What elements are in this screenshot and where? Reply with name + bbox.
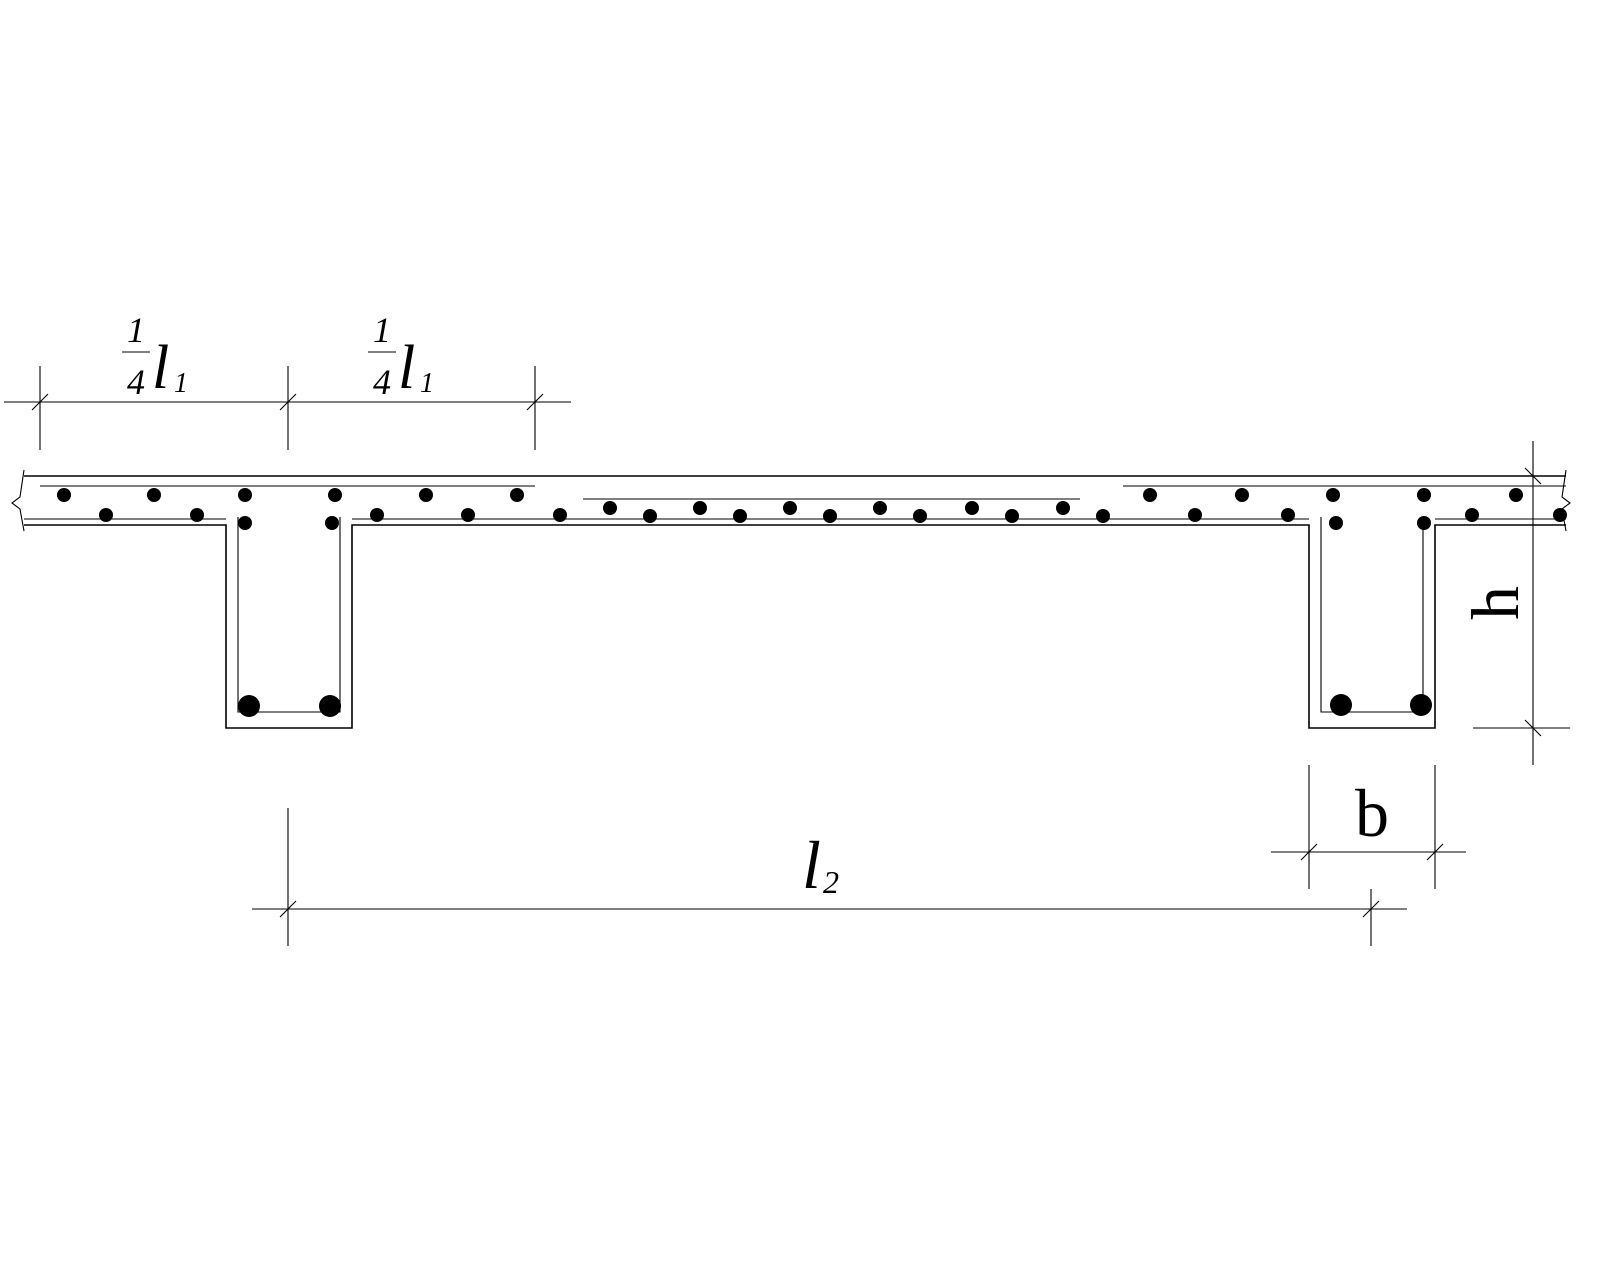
tick-width-left (1300, 843, 1318, 861)
slab-rebar-dot (1096, 509, 1110, 523)
slab-bottom-edge-left (24, 524, 1566, 729)
slab-rebar-dot (1465, 508, 1479, 522)
main-rebar-dot (1330, 694, 1352, 716)
quarter-right-symbol: l (398, 334, 415, 402)
tick-spacing-left (279, 900, 297, 918)
slab-rebar-dot (419, 488, 433, 502)
main-rebar-dot (319, 695, 341, 717)
slab-rebar-dot (1417, 516, 1431, 530)
stirrup-left-beam (237, 517, 341, 713)
slab-rebar-dot (643, 509, 657, 523)
beam-width-label: b (1355, 775, 1389, 851)
main-rebar-dot (1410, 694, 1432, 716)
beam-spacing-subscript: 2 (823, 864, 839, 900)
quarter-left-denominator: 4 (127, 362, 145, 402)
quarter-right-numerator: 1 (373, 310, 391, 350)
slab-rebar-dot (328, 488, 342, 502)
tick-height-top (1524, 467, 1542, 485)
slab-rebar-dot (510, 488, 524, 502)
slab-rebar-dot (603, 501, 617, 515)
top-reinforcement (40, 485, 1566, 500)
dimension-labels: 1 4 l 1 1 4 l 1 l 2 b h (122, 310, 1533, 903)
slab-rebar-dot (1326, 488, 1340, 502)
slab-rebar-dot (57, 488, 71, 502)
quarter-right-denominator: 4 (373, 362, 391, 402)
slab-rebar-dot (461, 508, 475, 522)
tick-quarter-c (526, 393, 544, 411)
slab-rebar-dot (370, 508, 384, 522)
slab-rebar-dot (238, 516, 252, 530)
slab-rebar-dot (1281, 508, 1295, 522)
slab-rebar-dot (1143, 488, 1157, 502)
tick-width-right (1426, 843, 1444, 861)
slab-rebar-dot (553, 508, 567, 522)
stirrups (24, 517, 1566, 713)
rebar-group (57, 488, 1567, 717)
slab-rebar-dot (1553, 508, 1567, 522)
slab-rebar-dot (325, 516, 339, 530)
break-mark-right (1561, 469, 1571, 532)
concrete-outline (11, 469, 1571, 729)
slab-rebar-dot (693, 501, 707, 515)
slab-rebar-dot (147, 488, 161, 502)
tick-quarter-b (279, 393, 297, 411)
slab-rebar-dot (913, 509, 927, 523)
slab-rebar-dot (99, 508, 113, 522)
slab-rebar-dot (1509, 488, 1523, 502)
slab-rebar-dot (823, 509, 837, 523)
slab-rebar-dot (1005, 509, 1019, 523)
beam-spacing-symbol: l (802, 827, 821, 903)
slab-rebar-dot (1235, 488, 1249, 502)
slab-rebar-dot (965, 501, 979, 515)
slab-rebar-dot (190, 508, 204, 522)
quarter-left-subscript: 1 (174, 368, 188, 399)
slab-rebar-dot (873, 501, 887, 515)
tick-quarter-a (31, 393, 49, 411)
dimension-lines (4, 366, 1570, 946)
slab-rebar-dot (1417, 488, 1431, 502)
slab-rebar-dot (783, 501, 797, 515)
slab-rebar-dot (733, 509, 747, 523)
slab-rebar-dot (1329, 516, 1343, 530)
slab-rebar-dot (238, 488, 252, 502)
slab-rebar-dot (1056, 501, 1070, 515)
quarter-left-numerator: 1 (127, 310, 145, 350)
quarter-right-subscript: 1 (420, 368, 434, 399)
tick-height-bottom (1524, 719, 1542, 737)
main-rebar-dot (238, 695, 260, 717)
tick-spacing-right (1362, 900, 1380, 918)
quarter-left-symbol: l (152, 334, 169, 402)
beam-height-label: h (1457, 586, 1533, 620)
slab-rebar-dot (1188, 508, 1202, 522)
break-mark-left (11, 469, 25, 532)
stirrup-right-beam (1320, 517, 1424, 713)
